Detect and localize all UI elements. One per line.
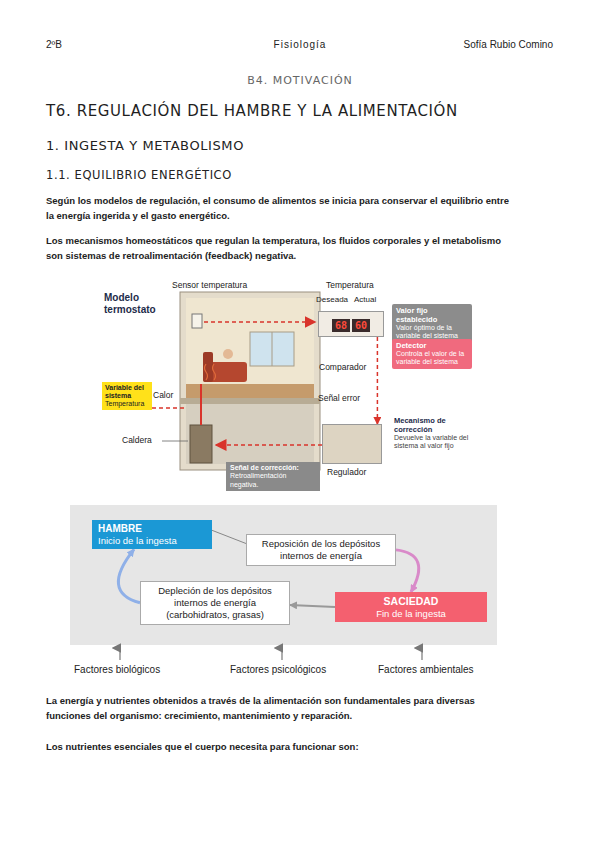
info-box: Mecanismo de correcciónDevuelve la varia… bbox=[390, 414, 474, 453]
line-shape bbox=[119, 648, 120, 660]
connector bbox=[396, 550, 419, 592]
node-text: Comparador bbox=[319, 362, 366, 372]
node-text: Detector bbox=[396, 341, 468, 350]
node-text: Mecanismo de corrección bbox=[394, 416, 470, 434]
connector bbox=[118, 549, 140, 602]
node-text: 60 bbox=[352, 319, 370, 332]
regulator-box: Regulador bbox=[322, 424, 382, 464]
section-heading: 1. INGESTA Y METABOLISMO bbox=[46, 138, 244, 154]
rect-shape bbox=[190, 425, 212, 463]
connector bbox=[377, 337, 379, 424]
connector bbox=[290, 605, 335, 607]
part-label: Deseada bbox=[316, 295, 348, 305]
comparator-display: 6860Comparador bbox=[318, 311, 384, 337]
variable-box: Variable del sistemaTemperatura bbox=[102, 382, 152, 410]
edge-label: Señal error bbox=[318, 393, 360, 404]
info-box: Valor fijo establecidoValor óptimo de la… bbox=[392, 304, 472, 343]
line-shape bbox=[162, 441, 188, 442]
process-box: HAMBREInicio de la ingesta bbox=[92, 520, 212, 549]
node-text: Variable del sistema bbox=[105, 384, 149, 400]
line-shape bbox=[281, 648, 282, 660]
node-text: (carbohidratos, grasas) bbox=[146, 609, 284, 621]
polygon-shape bbox=[186, 384, 314, 398]
paragraph: La energía y nutrientes obtenidos a trav… bbox=[46, 694, 516, 723]
path-shape bbox=[205, 364, 208, 380]
line-shape bbox=[421, 648, 422, 660]
line-shape bbox=[204, 321, 315, 323]
header-text: Sofía Rubio Comino bbox=[413, 39, 553, 52]
node-text: Reposición de los depósitos internos de … bbox=[252, 538, 390, 562]
node-text: Depleción de los depósitos internos de e… bbox=[146, 585, 284, 609]
circle-shape bbox=[223, 349, 233, 359]
paragraph: Los nutrientes esenciales que el cuerpo … bbox=[46, 740, 516, 755]
info-box: Señal de corrección:Retroalimentación ne… bbox=[226, 462, 320, 491]
rect-shape bbox=[70, 505, 497, 645]
paragraph: Los mecanismos homeostáticos que regulan… bbox=[46, 234, 516, 263]
node-text: Valor fijo establecido bbox=[396, 306, 468, 324]
line-shape bbox=[216, 444, 322, 446]
part-label: Calor bbox=[153, 390, 173, 401]
rect-shape bbox=[203, 352, 213, 382]
node-text: Controla el valor de la variable del sis… bbox=[396, 350, 468, 367]
part-label: Sensor temperatura bbox=[172, 280, 247, 291]
node-text: Señal de corrección: bbox=[230, 464, 316, 472]
subsection-heading: 1.1. EQUILIBRIO ENERGÉTICO bbox=[46, 168, 232, 182]
line-shape bbox=[272, 332, 273, 366]
connector bbox=[212, 530, 246, 543]
rect-shape bbox=[250, 332, 294, 366]
paragraph: Según los modelos de regulación, el cons… bbox=[46, 194, 516, 223]
process-box: Reposición de los depósitos internos de … bbox=[246, 534, 396, 566]
header-text: 2ºB bbox=[46, 39, 62, 52]
part-label: Caldera bbox=[122, 435, 152, 446]
rect-shape bbox=[186, 298, 314, 384]
node-text: Retroalimentación negativa. bbox=[230, 472, 316, 489]
info-box: DetectorControla el valor de la variable… bbox=[392, 339, 472, 369]
factor-label: Factores biológicos bbox=[74, 664, 160, 677]
node-text: 68 bbox=[332, 319, 350, 332]
process-box: SACIEDADFin de la ingesta bbox=[335, 592, 487, 622]
header-text: Fisiología bbox=[240, 39, 360, 52]
rect-shape bbox=[192, 314, 202, 328]
process-box: Depleción de los depósitos internos de e… bbox=[140, 581, 290, 625]
node-text: Regulador bbox=[327, 467, 366, 477]
page-title: T6. REGULACIÓN DEL HAMBRE Y LA ALIMENTAC… bbox=[46, 102, 458, 121]
node-text: HAMBRE bbox=[98, 523, 206, 535]
block-heading: B4. MOTIVACIÓN bbox=[190, 74, 410, 88]
rect-shape bbox=[186, 404, 314, 464]
line-shape bbox=[152, 407, 186, 409]
factor-label: Factores ambientales bbox=[378, 664, 474, 677]
rect-shape bbox=[180, 292, 320, 470]
line-shape bbox=[200, 384, 202, 425]
diagram-title: Modelo termostato bbox=[104, 292, 168, 315]
part-label: Temperatura bbox=[326, 280, 374, 291]
node-text: Devuelve la variable del sistema al valo… bbox=[394, 434, 470, 451]
part-label: Actual bbox=[354, 295, 376, 305]
factor-label: Factores psicológicos bbox=[230, 664, 326, 677]
node-text: Inicio de la ingesta bbox=[98, 535, 206, 546]
node-text: Temperatura bbox=[105, 400, 149, 408]
path-shape bbox=[213, 364, 216, 380]
node-text: Fin de la ingesta bbox=[341, 608, 481, 619]
node-text: SACIEDAD bbox=[341, 595, 481, 608]
